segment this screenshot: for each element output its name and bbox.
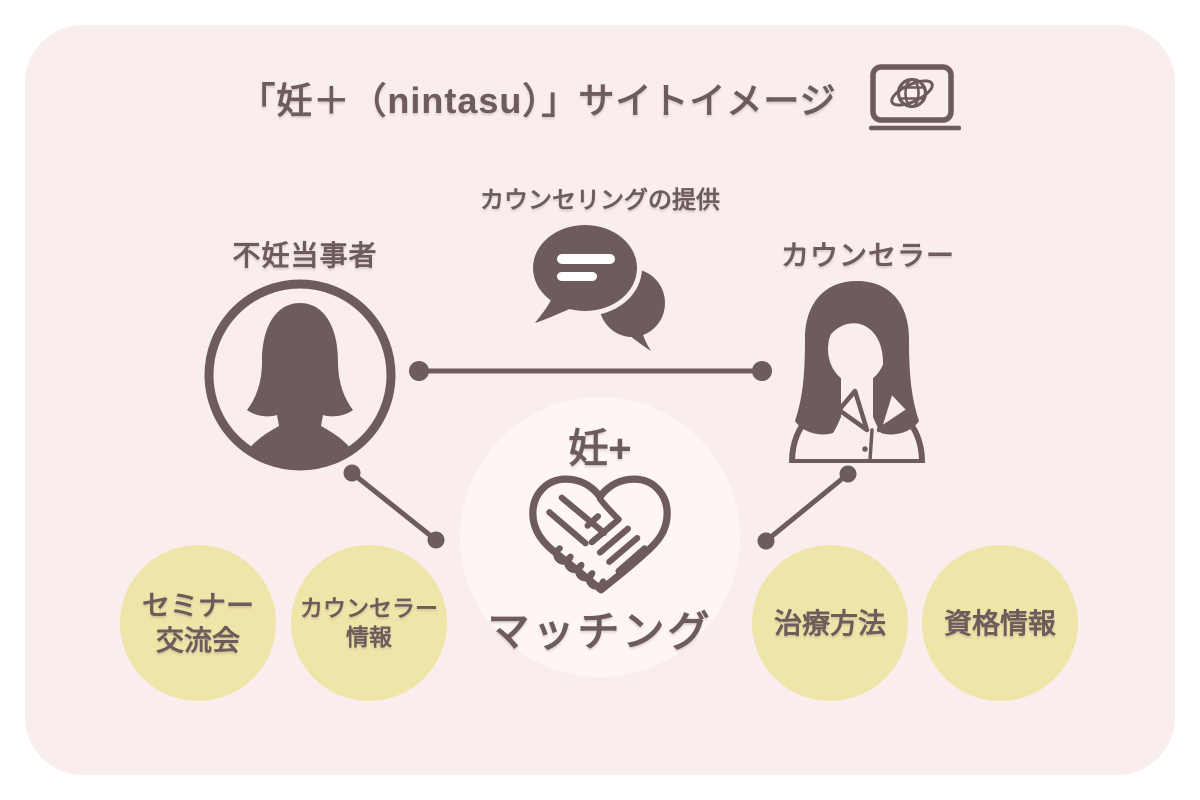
bubble-text-line [557,254,615,264]
clasped-hands [546,494,648,590]
counselor-icon [789,281,925,463]
topic-circle-seminar: セミナー 交流会 [120,545,276,701]
page-title: 「妊＋（nintasu）」サイトイメージ [239,80,837,121]
heart-handshake-icon [529,475,671,593]
topic-label: 治療方法 [773,607,886,639]
topic-circle-treatment: 治療方法 [752,545,908,701]
topic-circle-qualification: 資格情報 [922,545,1078,701]
front-bubble [528,220,642,328]
topic-label: カウンセラー [300,595,438,622]
topic-circle-counselor-info: カウンセラー 情報 [291,545,447,701]
topic-label: 資格情報 [943,607,1056,639]
topic-label: 情報 [346,624,392,650]
speech-bubbles-icon [528,220,665,351]
brand-label: 妊+ [568,426,632,471]
matching-label: マッチング [487,607,713,655]
header: 「妊＋（nintasu）」サイトイメージ [0,64,1200,132]
laptop-globe-icon [868,64,961,131]
infertility-person-icon [204,279,396,471]
matching-circle: 妊+ マッチング [460,397,740,677]
counseling-label: カウンセリングの提供 [480,187,720,214]
collar [836,388,912,462]
bubble-text-line [557,272,597,281]
topic-label: セミナー [141,590,254,621]
topic-label: 交流会 [155,625,240,656]
right-actor-label: カウンセラー [780,240,955,271]
left-actor-label: 不妊当事者 [232,240,378,271]
